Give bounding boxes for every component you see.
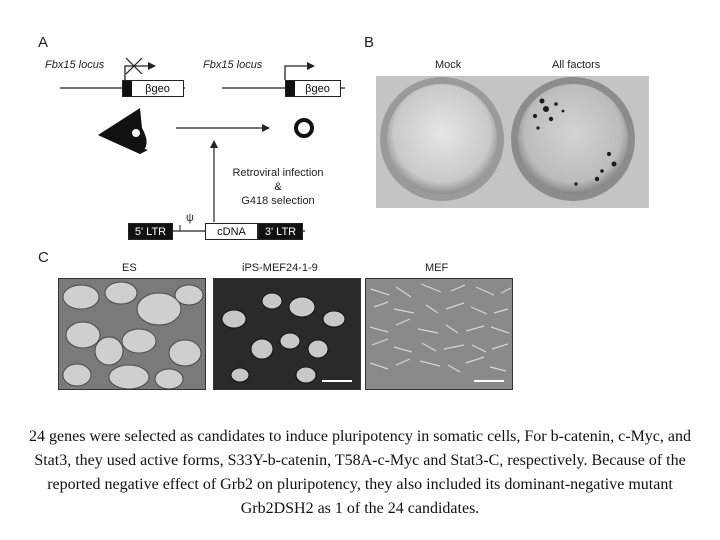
left-promoter-arrow [124,65,148,80]
mock-dish [387,84,497,194]
panel-a-letter: A [38,34,49,51]
right-bgeo-box: βgeo [285,80,341,97]
ips-colony-icon [294,118,314,138]
fbx15-locus-label-right: Fbx15 locus [203,59,263,71]
infection-line-2: & [274,181,282,193]
colony-dots [533,98,617,186]
mef-label: MEF [425,262,449,274]
left-bgeo-box: βgeo [122,80,184,97]
cdna-box: cDNA [205,223,258,240]
left-bgeo-label: βgeo [145,82,170,95]
infection-line-1: Retroviral infection [232,167,324,179]
panel-b-letter: B [364,34,375,51]
ltr5-box: 5' LTR [128,223,173,240]
mef-cell-photo [365,278,513,390]
panel-a-diagram [60,57,345,232]
right-bgeo-label: βgeo [305,82,330,95]
fibroblast-icon [98,108,147,154]
ips-cell-photo [213,278,361,390]
infection-line-3: G418 selection [241,195,315,207]
culture-dish-photo [376,76,649,208]
es-label: ES [122,262,137,274]
infection-text: Retroviral infection & G418 selection [222,166,334,208]
psi-label: ψ [186,212,194,224]
ltr3-box: 3' LTR [258,223,303,240]
ips-label: iPS-MEF24-1-9 [242,262,318,274]
all-factors-dish [518,84,628,194]
fbx15-locus-label-left: Fbx15 locus [45,59,105,71]
all-factors-label: All factors [552,59,601,71]
right-promoter-arrow [284,65,307,80]
es-cell-photo [58,278,206,390]
figure-caption: 24 genes were selected as candidates to … [29,428,691,517]
mock-label: Mock [435,59,462,71]
panel-c-letter: C [38,249,49,266]
